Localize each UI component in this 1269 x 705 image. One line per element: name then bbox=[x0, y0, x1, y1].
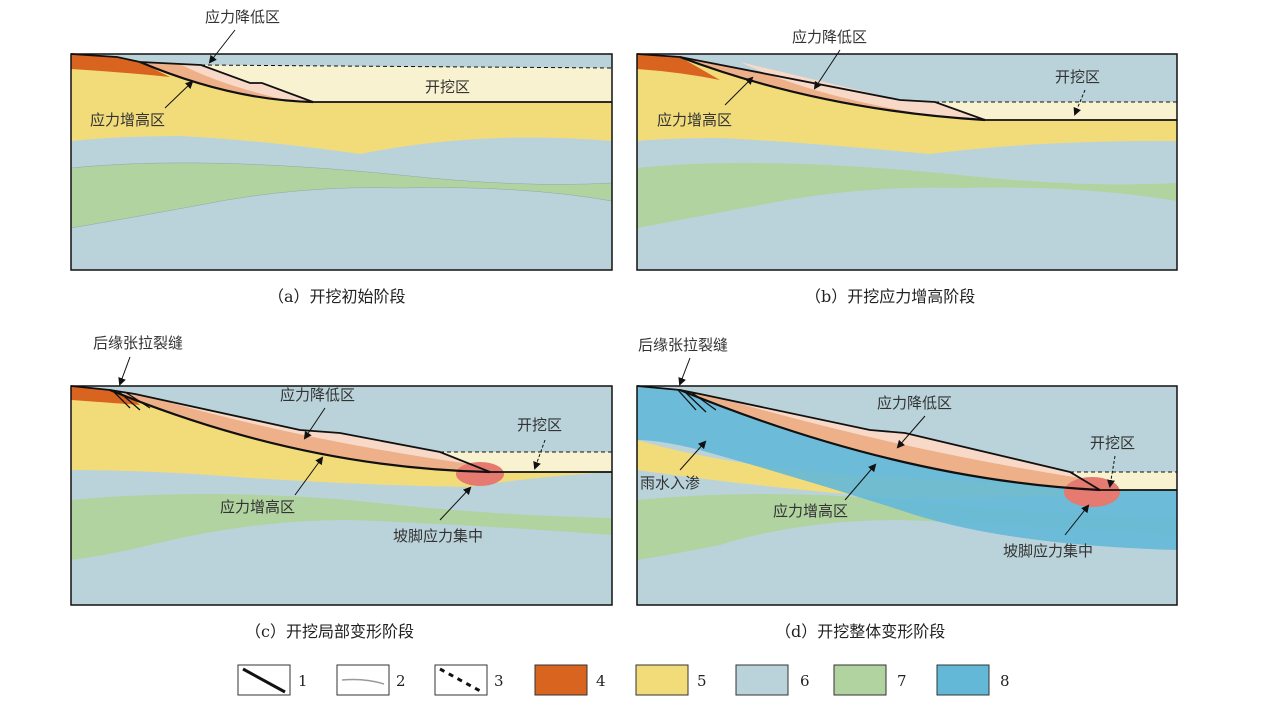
label-toe: 坡脚应力集中 bbox=[1003, 542, 1093, 560]
label-excavation: 开挖区 bbox=[1090, 434, 1135, 452]
label-rain: 雨水入渗 bbox=[640, 474, 700, 492]
label-crack: 后缘张拉裂缝 bbox=[93, 334, 183, 352]
label-stress-low: 应力降低区 bbox=[877, 394, 952, 412]
layer-7 bbox=[70, 162, 613, 229]
stress-low-zone bbox=[180, 64, 313, 102]
label-excavation: 开挖区 bbox=[425, 78, 470, 96]
panel-b: 应力降低区 应力增高区 开挖区 （b）开挖应力增高阶段 bbox=[636, 28, 1178, 306]
caption-d: （d）开挖整体变形阶段 bbox=[775, 622, 945, 641]
caption-b: （b）开挖应力增高阶段 bbox=[805, 287, 975, 306]
label-stress-low: 应力降低区 bbox=[280, 386, 355, 404]
label-excavation: 开挖区 bbox=[1055, 68, 1100, 86]
legend-5: 5 bbox=[697, 672, 707, 690]
legend-6: 6 bbox=[800, 672, 810, 690]
panel-c: 后缘张拉裂缝 应力降低区 应力增高区 开挖区 坡脚应力集中 （c）开挖局部变形阶… bbox=[70, 334, 613, 641]
label-crack: 后缘张拉裂缝 bbox=[638, 336, 728, 354]
legend-3: 3 bbox=[494, 672, 504, 690]
rain-infiltration-zone bbox=[637, 386, 1177, 550]
label-stress-high: 应力增高区 bbox=[90, 111, 165, 129]
legend-8: 8 bbox=[1000, 672, 1010, 690]
label-toe: 坡脚应力集中 bbox=[393, 527, 483, 545]
label-excavation: 开挖区 bbox=[517, 416, 562, 434]
legend-7: 7 bbox=[897, 672, 907, 690]
panel-a: 应力降低区 应力增高区 开挖区 （a）开挖初始阶段 bbox=[70, 8, 613, 306]
legend: 1 2 3 4 5 6 7 8 bbox=[237, 664, 1010, 696]
label-stress-high: 应力增高区 bbox=[773, 502, 848, 520]
legend-4: 4 bbox=[596, 672, 606, 690]
legend-2: 2 bbox=[396, 672, 406, 690]
label-stress-high: 应力增高区 bbox=[657, 111, 732, 129]
caption-a: （a）开挖初始阶段 bbox=[268, 287, 406, 306]
layer-5 bbox=[71, 54, 612, 154]
sliding-surface bbox=[139, 60, 314, 104]
layer-4 bbox=[71, 54, 170, 77]
label-stress-high: 应力增高区 bbox=[220, 498, 295, 516]
legend-1: 1 bbox=[298, 672, 308, 690]
panel-d: 后缘张拉裂缝 应力降低区 雨水入渗 应力增高区 开挖区 坡脚应力集中 （d）开挖… bbox=[636, 336, 1178, 641]
caption-c: （c）开挖局部变形阶段 bbox=[245, 622, 414, 641]
label-stress-low: 应力降低区 bbox=[792, 28, 867, 46]
label-stress-low: 应力降低区 bbox=[205, 8, 280, 26]
